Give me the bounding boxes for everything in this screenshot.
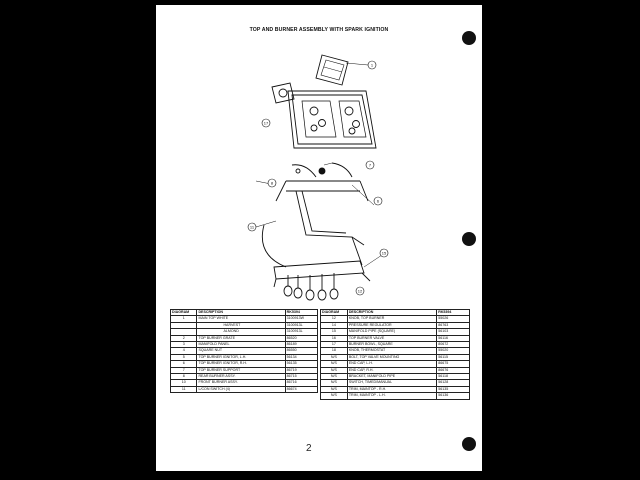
page-title: TOP AND BURNER ASSEMBLY WITH SPARK IGNIT… xyxy=(249,27,389,33)
cell-diagram: 1 xyxy=(169,315,198,323)
cell-part-number: 86674 xyxy=(284,385,319,394)
callout-17: 17 xyxy=(264,121,269,126)
cell-diagram: 8 xyxy=(169,373,198,381)
callout-6: 6 xyxy=(377,199,380,204)
col-diagram: DIAGRAM xyxy=(169,308,198,317)
burner-assembly xyxy=(261,162,369,268)
callout-15: 15 xyxy=(382,251,387,256)
parts-sheet: TOP AND BURNER ASSEMBLY WITH SPARK IGNIT… xyxy=(156,5,482,471)
cell-diagram: 6 xyxy=(169,360,198,368)
callout-12: 12 xyxy=(358,289,363,294)
cell-part-number: 3100913W xyxy=(284,315,319,323)
main-top-panel xyxy=(287,90,377,149)
cell-description: TRIM, MAINTOP - L.H. xyxy=(346,392,438,400)
cell-diagram: 10 xyxy=(169,379,198,387)
cell-part-number: 3100913L xyxy=(284,328,319,336)
page-number: 2 xyxy=(306,443,312,454)
exploded-parts-diagram: 1 17 7 6 8 11 15 12 xyxy=(247,54,389,301)
cell-diagram: 4 xyxy=(169,347,198,355)
callout-8: 8 xyxy=(271,181,274,186)
binder-hole-middle xyxy=(462,232,476,246)
callout-1: 1 xyxy=(371,63,374,68)
binder-hole-top xyxy=(462,31,476,45)
cell-diagram: 5 xyxy=(169,353,198,362)
cell-diagram: 11 xyxy=(169,385,198,394)
burner-grate xyxy=(315,54,349,86)
cell-diagram: 3 xyxy=(169,340,198,349)
cell-part-number: 3100913L xyxy=(284,321,319,330)
cell-description: BOLT, TOP VALVE MOUNTING xyxy=(346,353,438,362)
cell-description: BURNER BOWL, SQUARE xyxy=(346,340,438,349)
callout-leaders xyxy=(255,62,383,268)
callout-11: 11 xyxy=(250,225,255,230)
binder-hole-bottom xyxy=(462,437,476,451)
callout-7: 7 xyxy=(369,163,372,168)
cell-diagram: 7 xyxy=(169,366,198,375)
cell-description: SWITCH, TIMED/MANUAL xyxy=(346,379,438,387)
cell-description: L/CON SWITCH (4) xyxy=(196,385,286,394)
cell-part-number: 56136 xyxy=(436,392,470,400)
callout-markers xyxy=(247,60,389,296)
manifold-pipe-valves xyxy=(273,260,371,301)
cell-diagram: N/S xyxy=(320,392,348,400)
cell-description: BRACKET, MANIFOLD PIPE xyxy=(346,373,438,381)
burner-bowl xyxy=(271,82,295,104)
cell-description: MANIFOLD PIPE (SQUARE) xyxy=(346,328,438,336)
cell-diagram: 2 xyxy=(169,334,198,343)
